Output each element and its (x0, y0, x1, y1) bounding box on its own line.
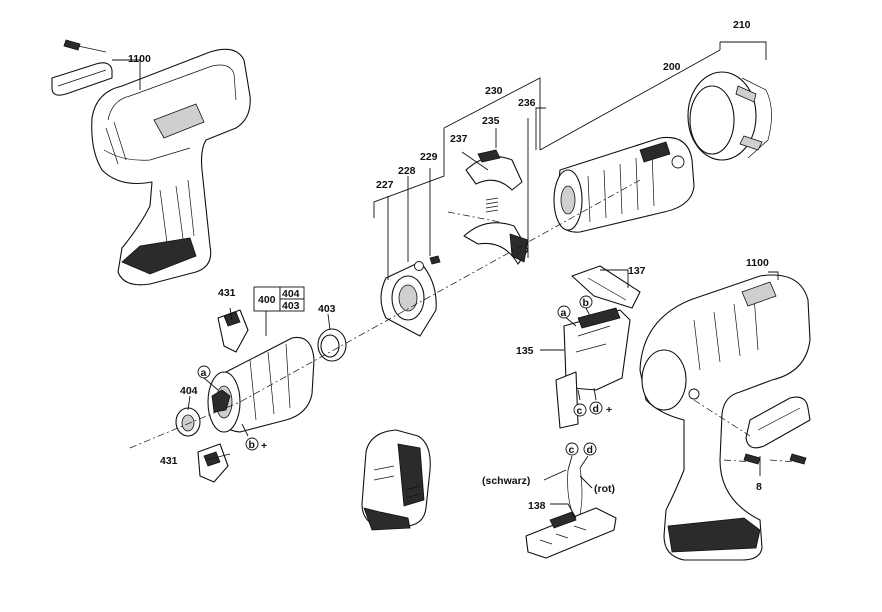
label-135: 135 (516, 345, 534, 357)
switch-cover-137 (571, 265, 641, 309)
marker-d-switch-circle (589, 401, 603, 415)
gearbox-assembly (553, 136, 695, 233)
marker-b-motor: b (249, 439, 255, 451)
label-235: 235 (482, 115, 500, 127)
label-box-400: 400 404 403 (253, 286, 305, 312)
screw-8a (743, 453, 761, 465)
label-8: 8 (756, 481, 762, 493)
marker-a-motor-circle (197, 365, 211, 379)
label-1100-left: 1100 (128, 53, 151, 65)
axis-shell (447, 211, 501, 223)
marker-b-switch-circle (579, 295, 593, 309)
label-210: 210 (733, 19, 751, 31)
marker-d-plus: + (606, 404, 612, 416)
ball (414, 261, 424, 271)
clip-bracket (745, 396, 811, 449)
marker-d-wire-circle (583, 442, 597, 456)
battery-pack (361, 429, 431, 531)
housing-right-assembled (639, 274, 811, 561)
marker-b-motor-circle (245, 437, 259, 451)
label-1100-right: 1100 (746, 257, 769, 269)
label-431-top: 431 (218, 287, 236, 299)
marker-c-switch: c (577, 405, 583, 417)
marker-c-wire-circle (565, 442, 579, 456)
marker-d-wire: d (587, 444, 593, 456)
bearing-403 (317, 328, 347, 362)
switch-135 (555, 307, 631, 429)
label-431-bottom: 431 (160, 455, 178, 467)
axis-main (129, 179, 641, 449)
cover-shell-lower (463, 222, 529, 265)
marker-a-motor: a (201, 367, 207, 379)
motor (207, 336, 315, 433)
marker-c-switch-circle (573, 403, 587, 417)
wire-label-black: (schwarz) (482, 475, 530, 487)
chuck-ring (687, 71, 772, 161)
label-403-bearing: 403 (318, 303, 336, 315)
axis-clip (693, 399, 751, 437)
housing-left-half (51, 39, 251, 286)
spring (485, 197, 499, 213)
label-404-bearing: 404 (180, 385, 198, 397)
label-400: 400 (258, 294, 276, 306)
label-403-box: 403 (282, 300, 300, 312)
screw-8b (789, 453, 807, 465)
brush-holder-bottom (197, 443, 229, 483)
bearing-ring (380, 261, 437, 337)
label-228: 228 (398, 165, 416, 177)
wire-label-red: (rot) (594, 483, 615, 495)
cover-shell-upper (465, 149, 523, 191)
label-237: 237 (450, 133, 468, 145)
axis-screws (723, 459, 797, 463)
label-138: 138 (528, 500, 546, 512)
label-137: 137 (628, 265, 646, 277)
bearing-404 (175, 407, 201, 437)
marker-c-wire: c (569, 444, 575, 456)
marker-b-switch: b (583, 297, 589, 309)
label-227: 227 (376, 179, 394, 191)
marker-d-switch: d (593, 403, 599, 415)
label-404-box: 404 (282, 288, 300, 300)
pin (429, 255, 441, 265)
marker-b-plus: + (261, 440, 267, 452)
label-236: 236 (518, 97, 536, 109)
label-230: 230 (485, 85, 503, 97)
connector-138 (525, 467, 617, 559)
brush-holder-top (217, 309, 249, 353)
label-229: 229 (420, 151, 438, 163)
marker-a-switch: a (561, 307, 567, 319)
label-200: 200 (663, 61, 681, 73)
marker-a-switch-circle (557, 305, 571, 319)
